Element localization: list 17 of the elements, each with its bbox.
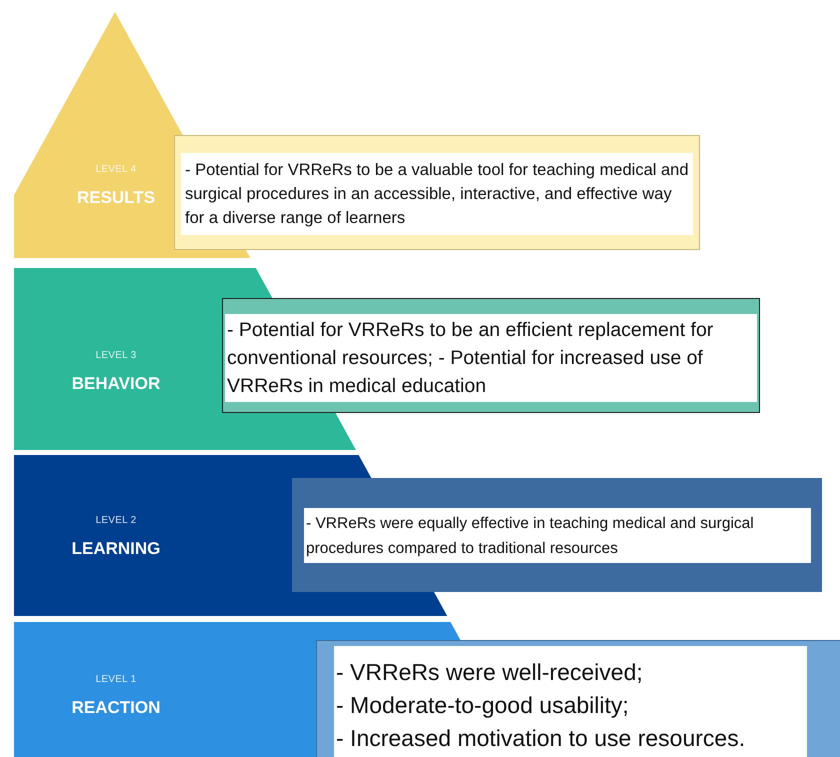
callout-box bbox=[174, 135, 700, 250]
finding-text: - Moderate-to-good usability; bbox=[336, 690, 630, 720]
level-number-label: LEVEL 1 bbox=[96, 673, 136, 687]
level-number-label: LEVEL 2 bbox=[96, 514, 136, 528]
finding-text: - Potential for VRReRs to be an efficient replacement for conventional resources; - Potential for increased use of VRReRs in medical education bbox=[227, 318, 714, 399]
finding-text: - Potential for VRReRs to be a valuable tool for teaching medical and surgical procedures in an accessible, interactive, and effective way for a diverse range of learners bbox=[185, 160, 689, 229]
callout-box bbox=[222, 298, 760, 413]
finding-text: - VRReRs were equally effective in teaching medical and surgical procedures compared to traditional resources bbox=[306, 514, 755, 558]
finding-text: - Increased motivation to use resources. bbox=[336, 724, 746, 752]
level-title: LEARNING bbox=[72, 538, 160, 560]
level-number-label: LEVEL 4 bbox=[96, 163, 136, 177]
level-title: REACTION bbox=[72, 697, 160, 719]
level-number-label: LEVEL 3 bbox=[96, 349, 136, 363]
level-title: RESULTS bbox=[76, 187, 156, 209]
level-title: BEHAVIOR bbox=[72, 373, 160, 395]
finding-text: - VRReRs were well-received; bbox=[336, 658, 644, 686]
callout-box bbox=[292, 478, 822, 592]
